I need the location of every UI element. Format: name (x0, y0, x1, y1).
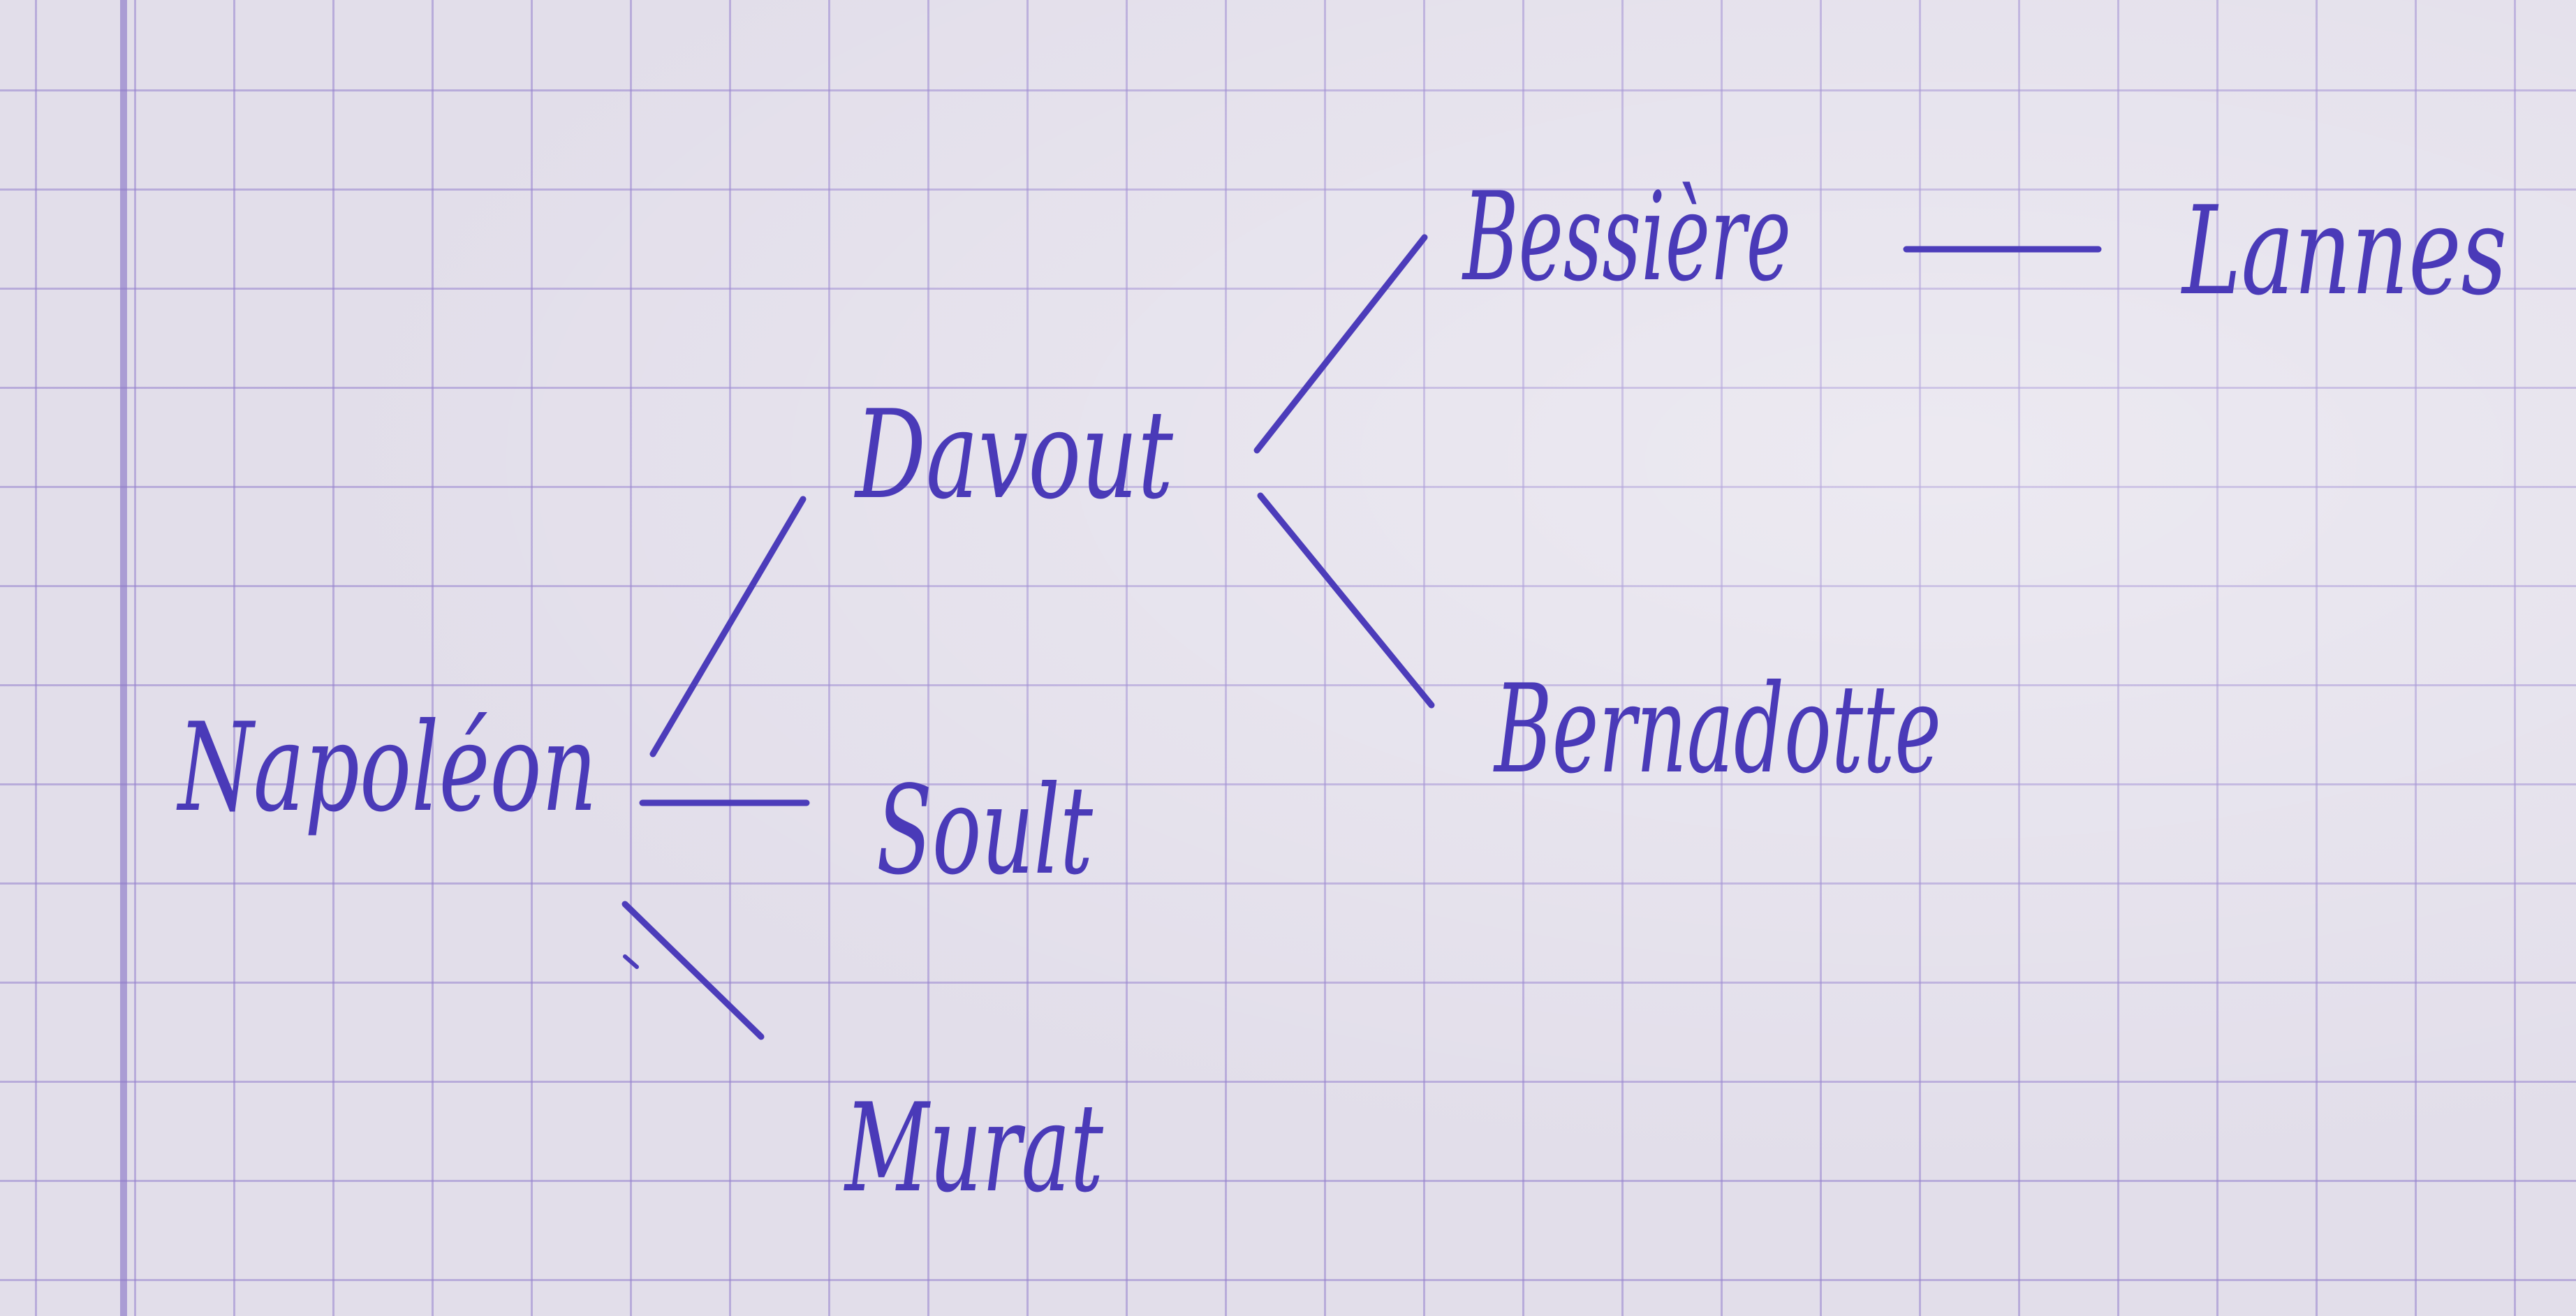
node-bernadotte: Bernadotte (1493, 659, 1941, 801)
node-napoleon: Napoléon (176, 697, 597, 839)
edge-davout-bessiere (1253, 234, 1428, 454)
node-davout: Davout (854, 385, 1174, 526)
node-bessiere: Bessière (1462, 167, 1791, 309)
nodes-layer: Napoléon Davout Soult Murat Bessière Ber… (176, 167, 2507, 1220)
edge-napoleon-murat (621, 901, 765, 1040)
pen-mark (623, 954, 639, 969)
node-lannes: Lannes (2181, 181, 2507, 323)
node-soult: Soult (876, 760, 1093, 902)
edges-layer (621, 234, 2102, 1040)
edge-napoleon-davout (649, 496, 807, 757)
notebook-margin-line (120, 0, 127, 1316)
edge-davout-bernadotte (1257, 492, 1435, 709)
node-murat: Murat (844, 1078, 1103, 1220)
